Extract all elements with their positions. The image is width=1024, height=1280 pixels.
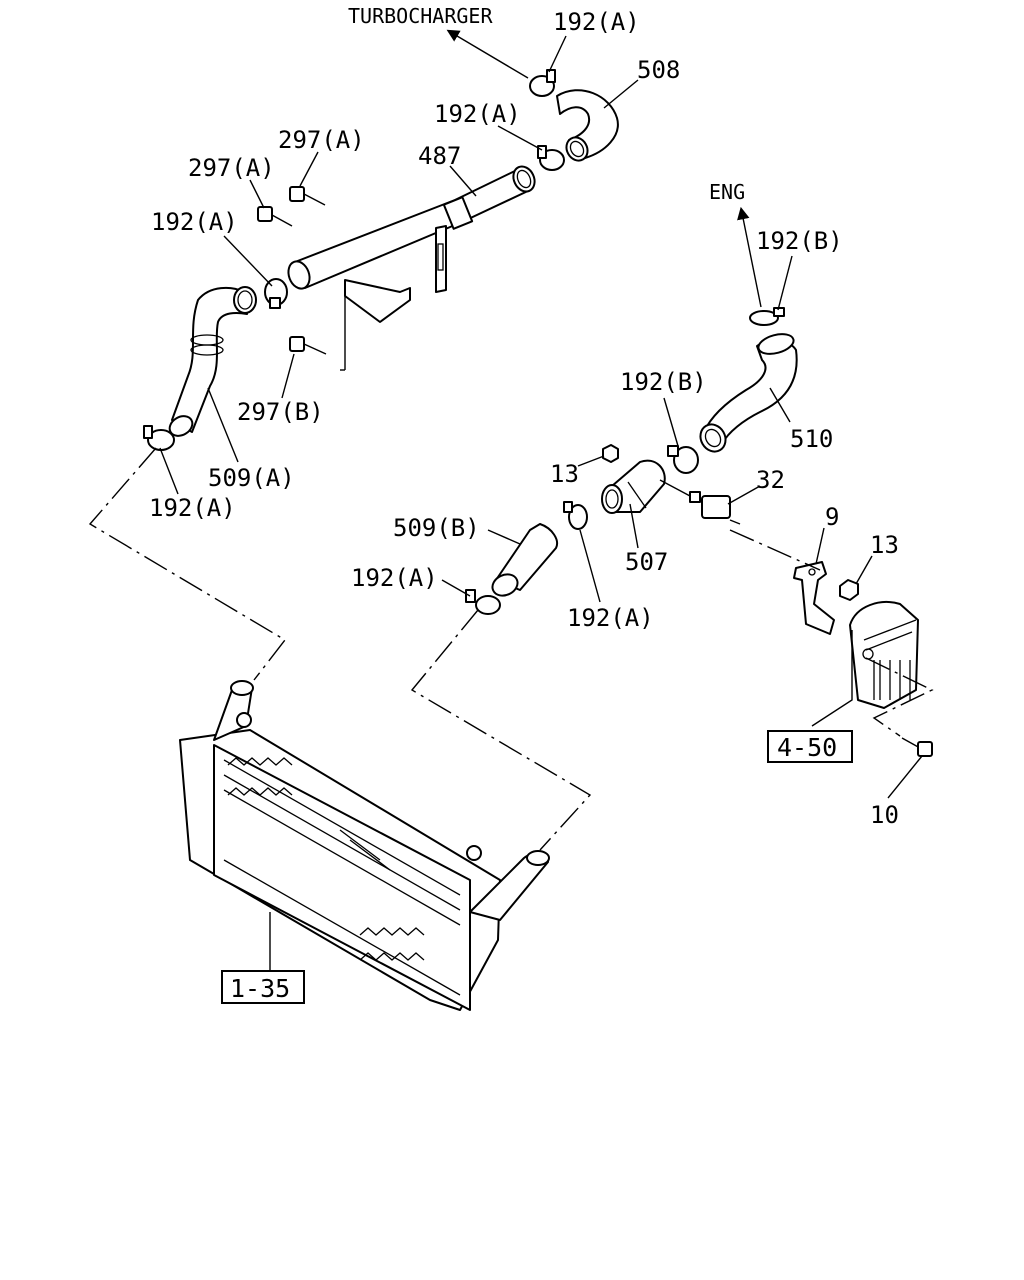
ref-box-4-50[interactable]: 4-50 xyxy=(767,730,853,763)
label-13-left: 13 xyxy=(550,460,579,488)
label-192b-mid: 192(B) xyxy=(620,368,707,396)
engine-bracket-4-50 xyxy=(849,601,919,709)
ref-label-4-50: 4-50 xyxy=(777,733,837,762)
pipe-487 xyxy=(287,165,536,370)
label-297a-1: 297(A) xyxy=(278,126,365,154)
clamp-192a-top xyxy=(529,69,556,97)
clamp-192b-top xyxy=(749,307,785,326)
turbocharger-label: TURBOCHARGER xyxy=(348,4,493,28)
label-509a: 509(A) xyxy=(208,464,295,492)
label-192a-left: 192(A) xyxy=(151,208,238,236)
leader-lines xyxy=(159,35,923,970)
hose-509a xyxy=(168,286,257,437)
label-13-right: 13 xyxy=(870,531,899,559)
eng-label: ENG xyxy=(709,180,745,204)
label-32: 32 xyxy=(756,466,785,494)
label-192a-low: 192(A) xyxy=(149,494,236,522)
clamp-192a-mid xyxy=(537,145,565,171)
nut-13-right xyxy=(839,579,859,601)
turbocharger-arrow xyxy=(446,29,529,79)
label-510: 510 xyxy=(790,425,833,453)
hose-510 xyxy=(699,333,798,453)
bolt-297b xyxy=(289,336,327,355)
ref-box-1-35[interactable]: 1-35 xyxy=(221,970,305,1004)
pipe-507 xyxy=(601,459,691,514)
label-509b: 509(B) xyxy=(393,514,480,542)
label-508: 508 xyxy=(637,56,680,84)
bolt-297a-1 xyxy=(289,186,326,206)
label-507: 507 xyxy=(625,548,668,576)
clamp-192a-509b xyxy=(465,589,501,615)
label-297a-2: 297(A) xyxy=(188,154,275,182)
connection-lines xyxy=(88,369,934,851)
eng-arrow xyxy=(737,206,762,308)
bracket-9 xyxy=(793,561,835,635)
intercooler-1-35 xyxy=(179,680,550,1011)
hose-508 xyxy=(556,89,619,162)
clamp-192b-mid xyxy=(667,445,699,474)
clamp-192a-left xyxy=(264,278,288,309)
label-297b: 297(B) xyxy=(237,398,324,426)
nut-13-left xyxy=(602,444,619,463)
damper-32 xyxy=(689,491,741,525)
hose-509b xyxy=(491,523,558,597)
label-192a-top: 192(A) xyxy=(553,8,640,36)
label-10: 10 xyxy=(870,801,899,829)
bolt-10 xyxy=(901,737,933,757)
ref-label-1-35: 1-35 xyxy=(230,974,290,1003)
label-487: 487 xyxy=(418,142,461,170)
label-192a-mid: 192(A) xyxy=(434,100,521,128)
label-192b-top: 192(B) xyxy=(756,227,843,255)
label-192a-507: 192(A) xyxy=(567,604,654,632)
label-9: 9 xyxy=(825,503,839,531)
bolt-297a-2 xyxy=(257,206,293,227)
label-192a-509b: 192(A) xyxy=(351,564,438,592)
clamp-192a-507 xyxy=(563,501,588,530)
